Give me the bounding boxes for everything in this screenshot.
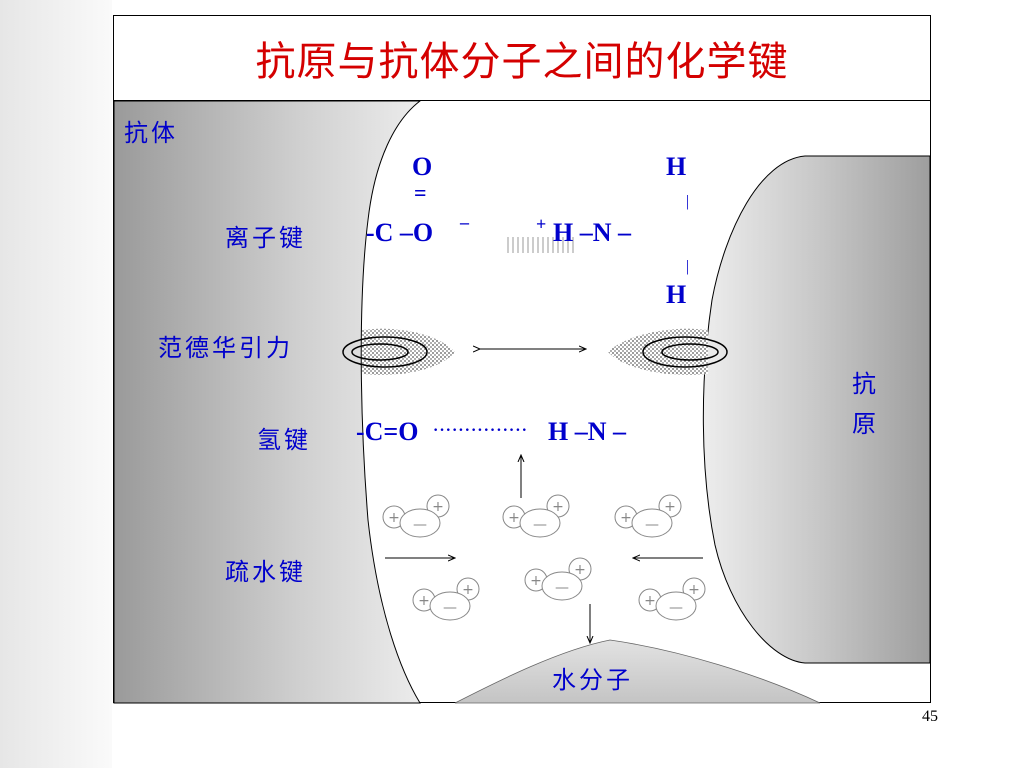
antibody-shape — [113, 100, 422, 704]
water-molecule-mound — [454, 639, 821, 704]
water-molecule-label: 水分子 — [552, 666, 633, 694]
title-bar: 抗原与抗体分子之间的化学键 — [113, 15, 931, 101]
svg-text:—: — — [443, 600, 457, 616]
water-molecule-icon: + + — + + — + + — + + — + + — + + — — [382, 494, 706, 621]
svg-text:+: + — [530, 573, 542, 589]
ionic-bottom-bond-bar: | — [686, 258, 690, 275]
hydrophobic-bond-label: 疏水键 — [225, 558, 306, 586]
ionic-double-bond-mark: = — [414, 180, 427, 205]
antigen-label-line2: 原 — [852, 410, 879, 438]
ionic-bottom-hydrogen: H — [666, 280, 687, 309]
hbond-dots: ··············· — [432, 417, 528, 442]
svg-text:+: + — [574, 562, 586, 578]
svg-text:+: + — [508, 510, 520, 526]
svg-text:+: + — [388, 510, 400, 526]
svg-text:—: — — [533, 517, 547, 533]
antibody-label: 抗体 — [124, 119, 178, 147]
ionic-right-group: H –N – — [553, 218, 631, 247]
ionic-hatch — [507, 237, 574, 253]
vdw-cloud-left — [342, 328, 455, 376]
ionic-plus-sign: + — [536, 214, 547, 234]
svg-text:—: — — [645, 517, 659, 533]
antigen-label-line1: 抗 — [852, 370, 879, 398]
svg-text:+: + — [552, 499, 564, 515]
ionic-minus-sign: – — [460, 212, 469, 232]
svg-text:+: + — [620, 510, 632, 526]
slide-title: 抗原与抗体分子之间的化学键 — [255, 39, 789, 85]
ionic-top-bond-bar: | — [686, 193, 690, 210]
svg-text:—: — — [413, 517, 427, 533]
hbond-left-group: -C=O — [356, 417, 419, 446]
left-background-strip — [0, 0, 112, 768]
ionic-top-hydrogen: H — [666, 152, 687, 181]
svg-text:+: + — [644, 593, 656, 609]
svg-text:+: + — [432, 499, 444, 515]
antigen-shape — [702, 155, 931, 664]
hydrogen-bond-label: 氢键 — [257, 426, 311, 454]
van-der-waals-label: 范德华引力 — [158, 334, 293, 362]
svg-text:—: — — [555, 580, 569, 596]
vdw-cloud-right — [608, 328, 728, 376]
svg-text:—: — — [669, 600, 683, 616]
hbond-right-group: H –N – — [548, 417, 626, 446]
ionic-left-group: -C –O — [366, 218, 434, 247]
page-number: 45 — [922, 708, 938, 725]
svg-text:+: + — [664, 499, 676, 515]
svg-text:+: + — [462, 582, 474, 598]
svg-text:+: + — [418, 593, 430, 609]
ionic-top-oxygen: O — [412, 152, 433, 181]
svg-text:+: + — [688, 582, 700, 598]
ionic-bond-label: 离子键 — [225, 224, 306, 252]
